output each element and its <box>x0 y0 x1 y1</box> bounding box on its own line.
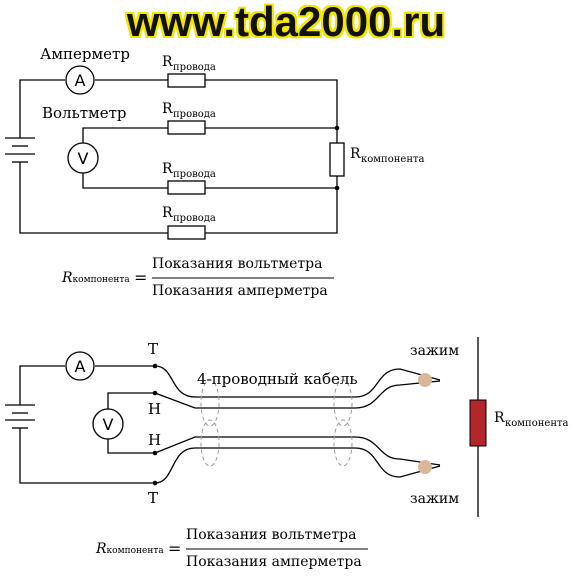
formula-1-equals: = <box>134 268 148 287</box>
c1-wire-resistor-label-1: R провода <box>162 54 216 73</box>
c2-terminal-h-top: H <box>148 400 161 418</box>
c1-bottom-wire <box>19 162 338 234</box>
c1-top-wire <box>19 79 338 143</box>
svg-text:R: R <box>162 205 173 221</box>
svg-text:компонента: компонента <box>505 418 569 429</box>
c1-ammeter-label: Амперметр <box>40 45 130 63</box>
circuit-1: A V Амперметр Вольтметр R провода R пров… <box>5 45 425 240</box>
c2-cable-label: 4-проводный кабель <box>197 370 358 388</box>
c1-voltmeter-wires <box>82 127 337 189</box>
c1-voltmeter-icon <box>67 142 99 174</box>
formula-2-equals: = <box>168 539 182 558</box>
c2-cable-wire-1 <box>154 365 441 398</box>
c2-cable-wire-4 <box>154 447 441 484</box>
circuit-2: A V T H H T <box>5 337 569 517</box>
svg-text:провода: провода <box>173 213 216 224</box>
c2-terminal-t-bottom: T <box>148 489 158 507</box>
c1-wire-resistor-label-3: R провода <box>162 161 216 180</box>
svg-text:R: R <box>494 410 505 426</box>
c2-ammeter-icon <box>65 351 95 381</box>
c1-wire-resistor-1 <box>167 73 206 88</box>
c1-component-resistor <box>329 142 345 177</box>
c1-component-label: R компонента <box>350 146 425 165</box>
formula-1-lhs: Rкомпонента <box>62 270 130 286</box>
c1-wire-resistor-4 <box>167 225 206 240</box>
c1-wire-resistor-label-2: R провода <box>162 101 216 120</box>
formula-2-lhs: Rкомпонента <box>96 541 164 557</box>
c1-ammeter-icon <box>65 65 95 95</box>
svg-text:провода: провода <box>173 62 216 73</box>
c1-battery-icon <box>5 137 35 163</box>
c2-voltmeter-symbol: V <box>103 415 114 434</box>
formula-1: Rкомпонента = Показания вольтметра Показ… <box>62 256 352 306</box>
c2-clamp-label-top: зажим <box>410 343 459 359</box>
c1-wire-resistor-3 <box>167 180 206 195</box>
c1-voltmeter-symbol: V <box>78 149 89 168</box>
c1-junction-dot <box>334 185 340 191</box>
c1-voltmeter-label: Вольтметр <box>42 104 127 122</box>
c2-battery-icon <box>5 404 35 429</box>
svg-text:провода: провода <box>173 169 216 180</box>
c2-cable-wire-3 <box>154 436 441 466</box>
c2-clamp-contact-bottom <box>418 460 432 474</box>
c2-ammeter-symbol: A <box>75 357 86 376</box>
formula-2-numerator: Показания вольтметра <box>186 527 357 543</box>
site-banner: www.tda2000.ru <box>0 0 572 44</box>
c2-terminal-h-bottom: H <box>148 431 161 449</box>
formula-1-numerator: Показания вольтметра <box>152 256 323 272</box>
c2-cable-band <box>200 379 220 427</box>
svg-text:R: R <box>350 146 361 162</box>
c1-wire-resistor-label-4: R провода <box>162 205 216 224</box>
c2-cable-band <box>333 419 353 467</box>
c2-clamp-label-bottom: зажим <box>410 491 459 507</box>
c2-cable-band <box>200 419 220 467</box>
c2-voltmeter-wires <box>107 392 155 454</box>
svg-text:R: R <box>162 161 173 177</box>
c2-cable-band <box>333 379 353 427</box>
c2-component-resistor <box>469 399 487 447</box>
c1-ammeter-symbol: A <box>75 71 86 90</box>
c1-wire-resistor-2 <box>167 120 206 135</box>
c1-junction-dot <box>334 125 340 131</box>
svg-text:R: R <box>162 54 173 70</box>
formula-2: Rкомпонента = Показания вольтметра Показ… <box>96 527 386 577</box>
c2-component-label: R компонента <box>494 410 569 429</box>
svg-text:компонента: компонента <box>361 154 425 165</box>
c2-terminal-t-top: T <box>148 340 158 358</box>
svg-text:провода: провода <box>173 109 216 120</box>
c2-cable-wire-2 <box>154 380 441 409</box>
c2-voltmeter-icon <box>92 408 124 440</box>
formula-2-denominator: Показания амперметра <box>186 554 362 570</box>
c2-loop-wire <box>19 365 155 484</box>
formula-1-denominator: Показания амперметра <box>152 283 328 299</box>
c2-clamp-contact-top <box>418 373 432 387</box>
svg-text:R: R <box>162 101 173 117</box>
site-url-text[interactable]: www.tda2000.ru <box>126 0 446 45</box>
